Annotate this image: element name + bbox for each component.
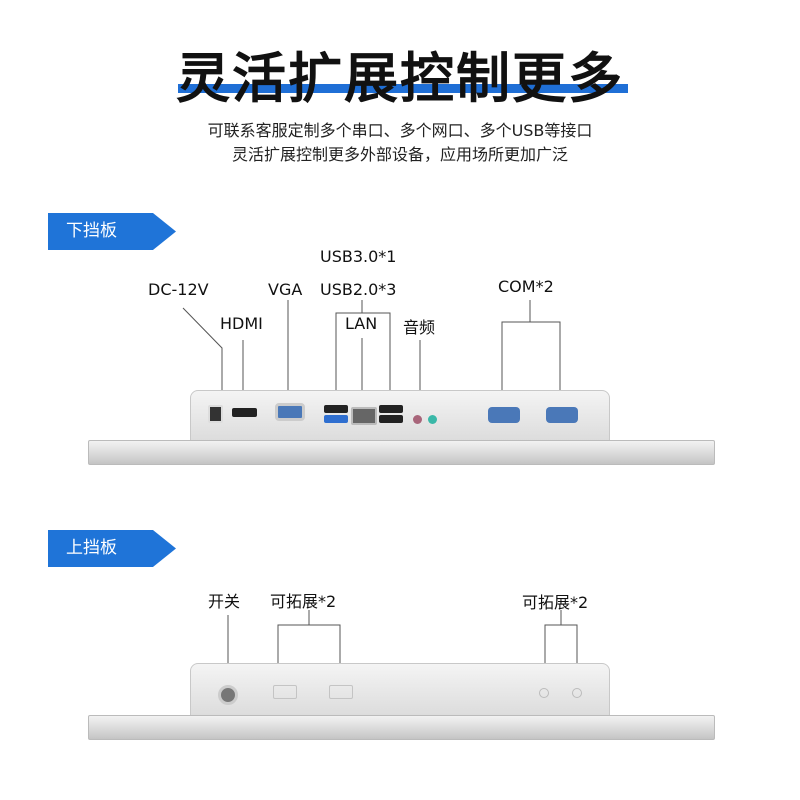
expansion-hole-icon (539, 688, 549, 698)
top-panel-tag: 上挡板 (48, 530, 176, 567)
bottom-panel-body (190, 390, 610, 442)
usb3-port-icon (324, 415, 348, 423)
top-panel-body (190, 663, 610, 717)
label-hdmi: HDMI (220, 314, 263, 333)
subtitle-line-2: 灵活扩展控制更多外部设备，应用场所更加广泛 (231, 145, 568, 164)
label-audio: 音频 (403, 318, 436, 337)
label-expand-left: 可拓展*2 (270, 592, 337, 611)
com-port-icon (546, 407, 578, 423)
label-lan: LAN (345, 314, 378, 333)
com-port-icon (488, 407, 520, 423)
label-com: COM*2 (498, 277, 554, 296)
page-title: 灵活扩展控制更多 (176, 47, 624, 110)
usb2-port-icon (379, 405, 403, 413)
label-vga: VGA (268, 280, 303, 299)
label-usb3: USB3.0*1 (320, 247, 397, 266)
usb2-port-icon (324, 405, 348, 413)
audio-out-icon (428, 415, 437, 424)
bottom-bezel (88, 440, 715, 465)
lan-port-icon (351, 407, 377, 425)
top-bezel (88, 715, 715, 740)
label-dc: DC-12V (148, 280, 209, 299)
label-switch: 开关 (208, 592, 241, 611)
dc-jack-icon (208, 405, 223, 423)
label-expand-right: 可拓展*2 (522, 593, 589, 612)
expansion-knockout-icon (273, 685, 297, 699)
subtitle-line-1: 可联系客服定制多个串口、多个网口、多个USB等接口 (207, 121, 593, 140)
label-usb2: USB2.0*3 (320, 280, 397, 299)
vga-port-icon (275, 403, 305, 421)
usb2-port-icon (379, 415, 403, 423)
audio-mic-icon (413, 415, 422, 424)
expansion-knockout-icon (329, 685, 353, 699)
bottom-panel-tag: 下挡板 (48, 213, 176, 250)
title-underline (178, 84, 628, 93)
power-switch-icon[interactable] (218, 685, 238, 705)
expansion-hole-icon (572, 688, 582, 698)
hdmi-port-icon (232, 408, 257, 417)
